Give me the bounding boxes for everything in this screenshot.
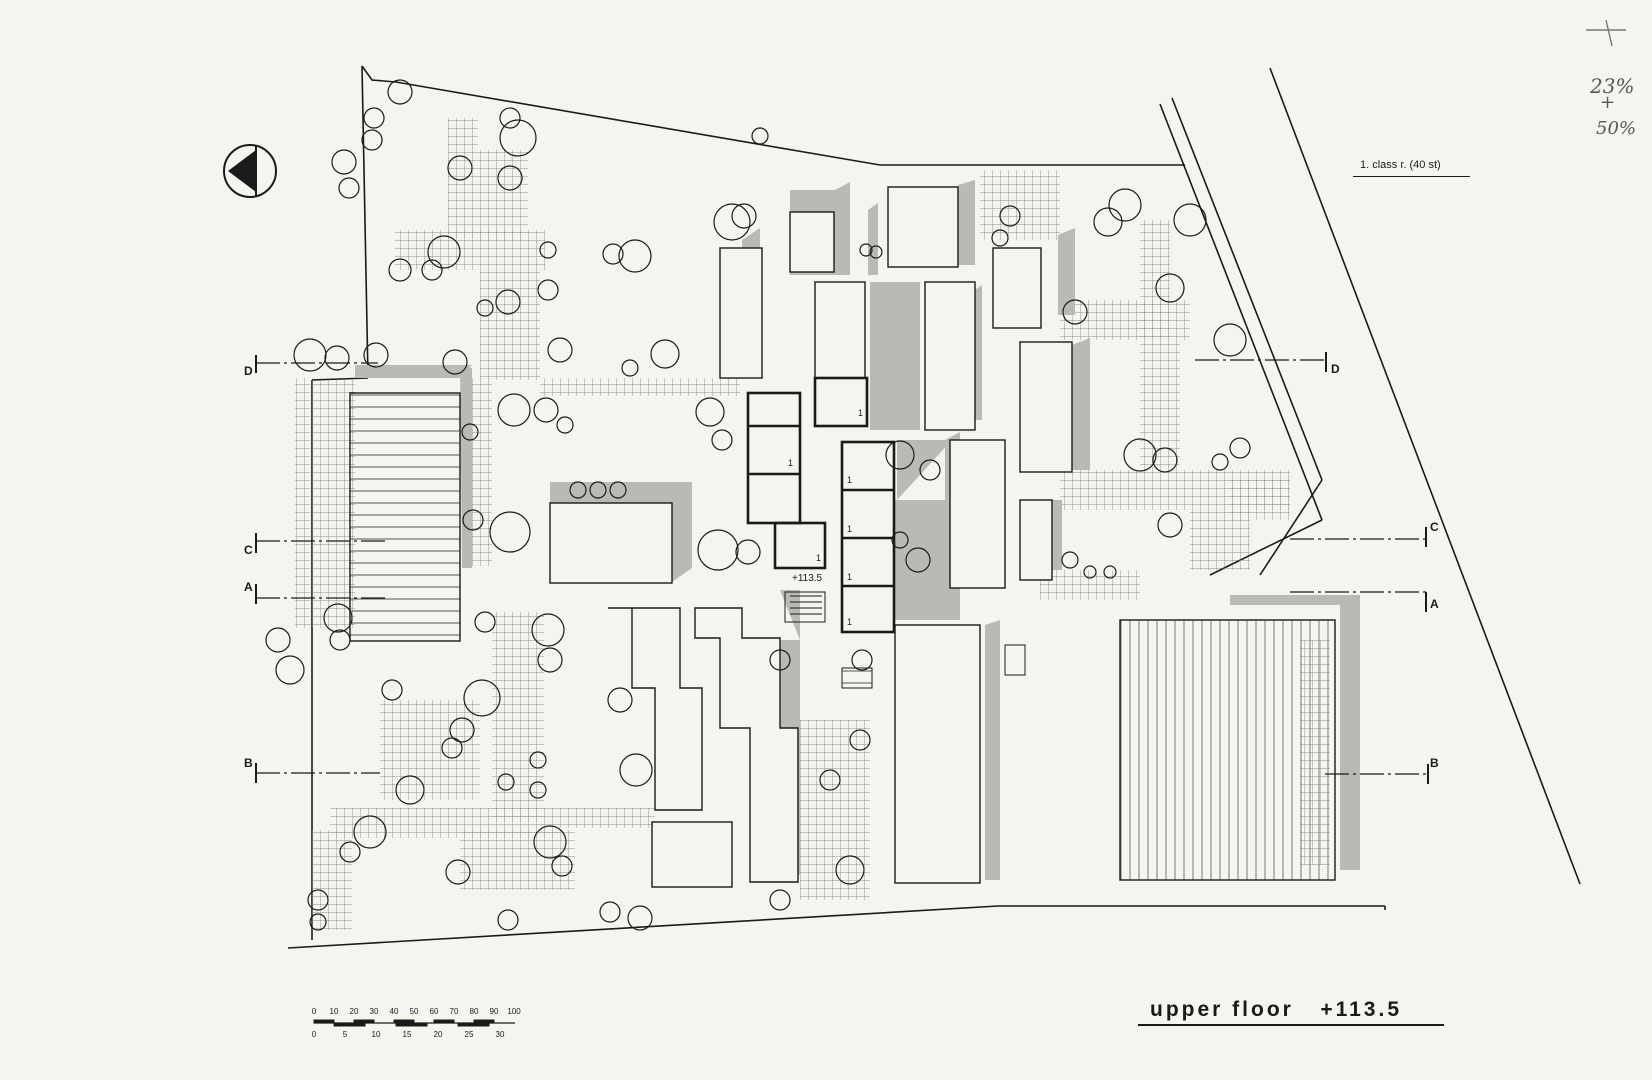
scale-tick-top: 20 bbox=[349, 1007, 359, 1016]
section-d-right-label: D bbox=[1331, 362, 1340, 376]
site-boundary bbox=[287, 65, 1581, 949]
section-d-left-label: D bbox=[244, 364, 253, 378]
room-number-label: 1 bbox=[788, 458, 794, 468]
section-b-right-label: B bbox=[1430, 756, 1439, 770]
buildings bbox=[349, 186, 1336, 888]
handwritten-note: 23% bbox=[1590, 74, 1635, 98]
room-number-label: 1 bbox=[847, 524, 853, 534]
classroom-rooms bbox=[746, 376, 896, 634]
room-number-label: 1 bbox=[847, 475, 853, 485]
scale-tick-top: 10 bbox=[329, 1007, 339, 1016]
section-a-right-label: A bbox=[1430, 597, 1439, 611]
section-c-left-label: C bbox=[244, 543, 253, 557]
handwritten-note: 50% bbox=[1596, 118, 1637, 139]
scale-tick-top: 0 bbox=[311, 1007, 317, 1016]
scale-tick-top: 50 bbox=[409, 1007, 419, 1016]
scale-tick-bottom: 5 bbox=[342, 1030, 348, 1039]
scale-tick-top: 40 bbox=[389, 1007, 399, 1016]
drawing-title: upper floor +113.5 bbox=[1150, 998, 1402, 1022]
legend-underline bbox=[1353, 176, 1470, 177]
scale-tick-bottom: 15 bbox=[402, 1030, 412, 1039]
handwritten-note: + bbox=[1600, 92, 1616, 113]
section-lines bbox=[255, 352, 1429, 784]
scale-tick-top: 90 bbox=[489, 1007, 499, 1016]
room-number-label: 1 bbox=[858, 408, 864, 418]
room-number-label: 1 bbox=[847, 617, 853, 627]
trees bbox=[265, 79, 1251, 931]
drawing-title-label: upper floor bbox=[1150, 998, 1294, 1021]
north-arrow bbox=[223, 144, 277, 198]
scale-tick-top: 30 bbox=[369, 1007, 379, 1016]
handwritten-cross-mark bbox=[1586, 19, 1626, 47]
room-number-label: 1 bbox=[847, 572, 853, 582]
scale-tick-top: 60 bbox=[429, 1007, 439, 1016]
scale-tick-top: 70 bbox=[449, 1007, 459, 1016]
scale-tick-bottom: 0 bbox=[311, 1030, 317, 1039]
legend-label: 1. class r. (40 st) bbox=[1360, 159, 1441, 171]
floor-level-tag: +113.5 bbox=[792, 573, 823, 584]
scale-tick-bottom: 30 bbox=[495, 1030, 505, 1039]
section-a-left-label: A bbox=[244, 580, 253, 594]
section-b-left-label: B bbox=[244, 756, 253, 770]
scale-tick-top: 80 bbox=[469, 1007, 479, 1016]
drawing-title-elevation: +113.5 bbox=[1320, 998, 1402, 1021]
scale-tick-bottom: 10 bbox=[371, 1030, 381, 1039]
scale-tick-bottom: 20 bbox=[433, 1030, 443, 1039]
scale-tick-bottom: 25 bbox=[464, 1030, 474, 1039]
section-c-right-label: C bbox=[1430, 520, 1439, 534]
room-number-label: 1 bbox=[816, 553, 822, 563]
scale-bar bbox=[313, 1019, 515, 1027]
scale-tick-top: 100 bbox=[507, 1007, 521, 1016]
title-underline bbox=[1138, 1024, 1444, 1026]
